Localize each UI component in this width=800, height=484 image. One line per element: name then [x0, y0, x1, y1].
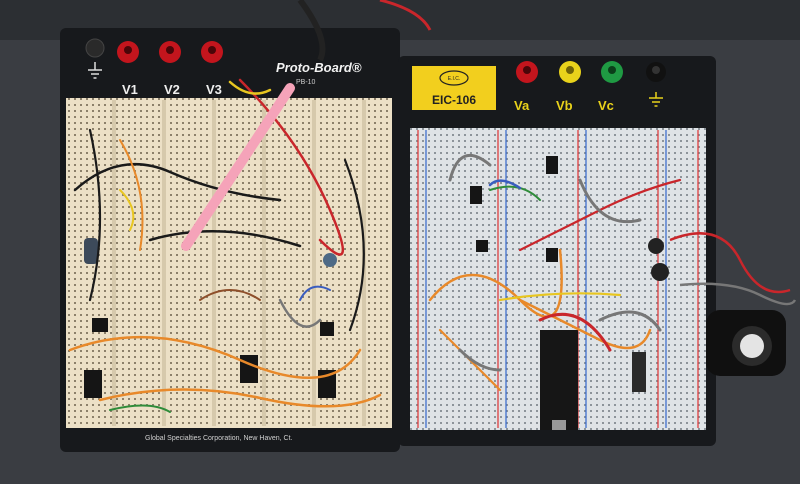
eic-badge [412, 66, 496, 110]
v3-post-hole [208, 46, 216, 54]
eic-badge-model: EIC-106 [432, 93, 476, 107]
footer-label: Global Specialties Corporation, New Have… [145, 435, 293, 442]
terminal-label-v1: V1 [122, 82, 138, 97]
left-breadboard-holes [66, 98, 392, 428]
terminal-label-vc: Vc [598, 98, 614, 113]
model-label: PB-10 [296, 79, 316, 86]
va-post-hole [523, 66, 531, 74]
microcontroller-usb [552, 420, 566, 430]
ground-post[interactable] [85, 38, 105, 58]
right-eic-board: E.I.C. EIC-106 Va Vb Vc [398, 56, 716, 446]
left-proto-board: V1 V2 V3 Proto-Board® PB-10 Global Speci… [60, 28, 400, 452]
left-capacitor-2 [323, 253, 337, 267]
vc-post-hole [608, 66, 616, 74]
left-capacitor-1 [84, 238, 98, 264]
terminal-label-vb: Vb [556, 98, 573, 113]
eic-badge-logo [439, 70, 469, 86]
vb-post-hole [566, 66, 574, 74]
v2-post-hole [166, 46, 174, 54]
brand-label: Proto-Board® [276, 60, 362, 75]
right-ic-1 [470, 186, 482, 204]
ground-icon [649, 92, 663, 107]
speaker-dome [740, 334, 764, 358]
right-wires [428, 154, 682, 392]
right-ic-3 [546, 248, 558, 262]
right-capacitor-1 [648, 238, 664, 254]
power-cable [297, 0, 326, 62]
black-speaker-lead [679, 282, 797, 306]
left-ic-1 [92, 318, 108, 332]
red-lead [379, 0, 432, 31]
left-ic-5 [84, 370, 102, 398]
terminal-label-v2: V2 [164, 82, 180, 97]
terminal-label-va: Va [514, 98, 530, 113]
right-ic-4 [476, 240, 488, 252]
left-ic-3 [320, 322, 334, 336]
left-ic-2 [240, 355, 258, 383]
right-ic-5 [632, 352, 646, 392]
ground-post-right-hole [652, 66, 660, 74]
pink-probe-stick [181, 83, 295, 251]
right-capacitor-2 [651, 263, 669, 281]
ground-icon [88, 62, 102, 79]
v1-post-hole [124, 46, 132, 54]
red-speaker-lead [669, 232, 791, 294]
microcontroller-board [540, 330, 578, 430]
terminal-label-v3: V3 [206, 82, 222, 97]
eic-badge-logo-text: E.I.C. [448, 76, 461, 82]
right-ic-2 [546, 156, 558, 174]
